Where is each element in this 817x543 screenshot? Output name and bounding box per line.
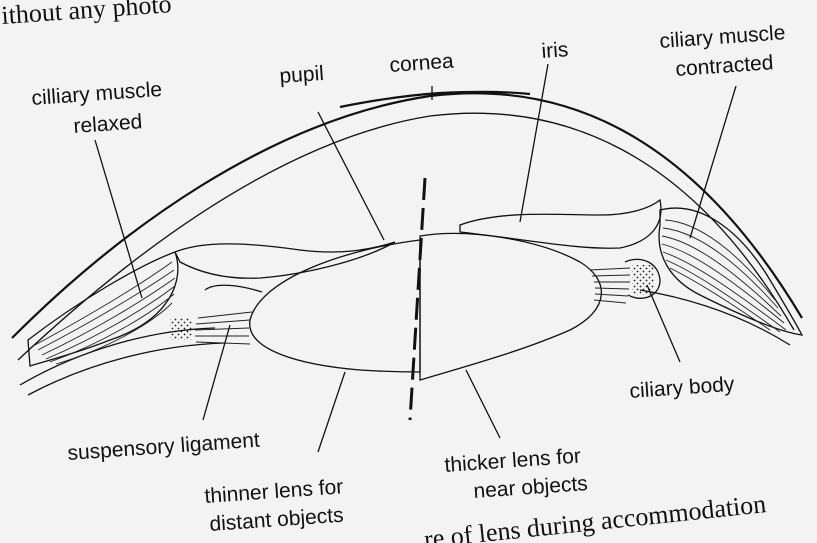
header-text: ithout any photo: [0, 0, 172, 30]
suspensory-ligament-right: [590, 268, 630, 303]
ciliary-muscle-left: [28, 252, 178, 366]
label-thicker-lens-2: near objects: [473, 472, 589, 503]
ciliary-body-right-dots: [632, 265, 654, 295]
lens-axis-dashed: [410, 178, 425, 420]
label-suspensory-ligament: suspensory ligament: [67, 429, 261, 465]
label-thinner-lens-2: distant objects: [209, 504, 345, 536]
label-thicker-lens-1: thicker lens for: [444, 445, 582, 477]
label-cornea: cornea: [389, 50, 455, 77]
ciliary-body-left-dots: [170, 318, 192, 340]
cornea-inner-arc: [18, 113, 794, 360]
thicker-lens: [420, 234, 601, 380]
label-pupil: pupil: [279, 62, 325, 88]
retina-line-right: [640, 290, 790, 345]
label-ciliary-muscle-contracted-1: ciliary muscle: [659, 21, 786, 53]
label-ciliary-body: ciliary body: [629, 373, 736, 403]
thinner-lens: [250, 240, 420, 372]
iris-right: [460, 200, 661, 248]
label-iris: iris: [541, 38, 569, 63]
label-thinner-lens-1: thinner lens for: [204, 475, 344, 508]
retina-line-left-2: [28, 343, 225, 395]
label-cilliary-muscle-relaxed-2: relaxed: [73, 110, 143, 138]
label-cilliary-muscle-relaxed-1: cilliary muscle: [31, 78, 163, 110]
ciliary-muscle-left-fibers: [35, 262, 175, 364]
label-ciliary-muscle-contracted-2: contracted: [675, 51, 774, 81]
suspensory-ligament-left-outline: [205, 285, 262, 292]
iris-left: [175, 242, 395, 278]
